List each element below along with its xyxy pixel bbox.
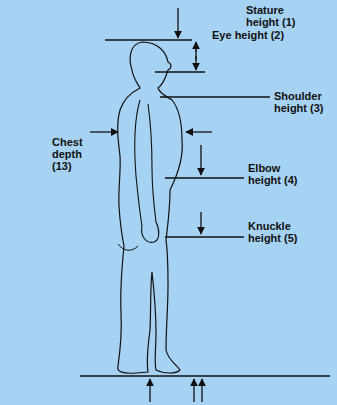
eye-line — [155, 71, 205, 72]
dimension-arrow — [200, 145, 201, 175]
dimension-arrow — [195, 42, 196, 60]
dimension-label: Shoulder height (3) — [274, 90, 330, 114]
ground-line — [80, 375, 330, 376]
human-figure — [118, 42, 183, 373]
dimension-label: Knuckle height (5) — [248, 220, 306, 244]
dimension-arrow — [201, 379, 202, 402]
dimension-label: Eye height (2) — [212, 29, 284, 41]
knuckle-line — [165, 236, 244, 237]
dimension-label: Elbow height (4) — [248, 162, 306, 186]
dimension-arrow — [177, 8, 178, 38]
dimension-arrow — [200, 212, 201, 234]
elbow-line — [165, 177, 244, 178]
stature-line — [105, 39, 192, 40]
dimension-arrow — [186, 131, 212, 132]
dimension-label: Chest depth (13) — [52, 136, 90, 172]
dimension-label: Stature height (1) — [246, 4, 308, 28]
hand-outline — [118, 244, 138, 250]
shoulder-line — [160, 96, 270, 97]
dimension-arrow — [193, 379, 194, 402]
dimension-arrow — [90, 131, 118, 132]
dimension-arrow — [149, 379, 150, 402]
arm-outline — [135, 100, 159, 242]
